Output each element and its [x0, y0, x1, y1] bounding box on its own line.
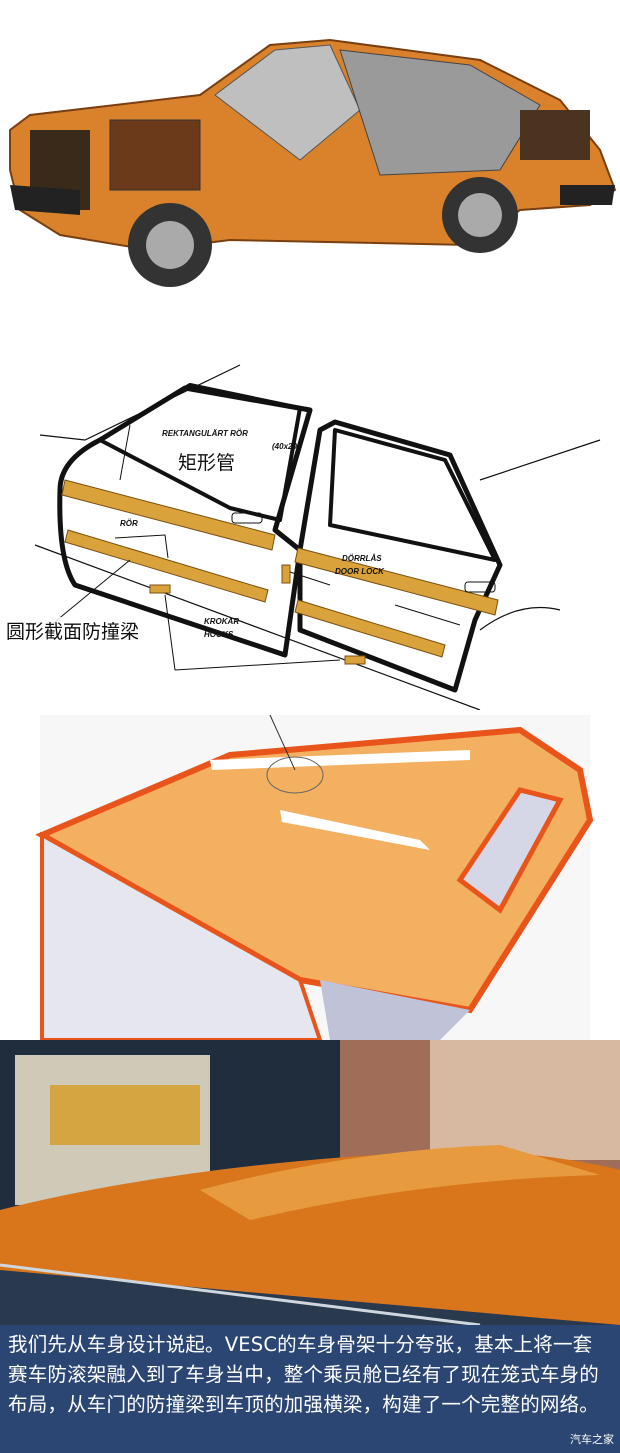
label-tube-dimensions: (40x20): [272, 442, 300, 451]
roof-sketch-figure: [0, 710, 620, 1040]
car-cutaway-illustration-icon: [9, 38, 617, 287]
label-rectangular-tube-cn: 矩形管: [178, 452, 236, 474]
caption-box: 我们先从车身设计说起。VESC的车身骨架十分夸张，基本上将一套赛车防滚架融入到了…: [0, 1325, 620, 1453]
label-round-beam-cn: 圆形截面防撞梁: [6, 617, 140, 644]
door-outline-drawing-icon: [34, 364, 601, 710]
orange-car-roof-photo-icon: [0, 1040, 620, 1325]
label-door-lock-en: DOOR LOCK: [335, 567, 384, 576]
car-cutaway-figure: [0, 0, 620, 330]
label-door-lock-sv: DÖRRLÅS: [342, 554, 382, 563]
label-hooks-en: HOOKS: [204, 630, 234, 639]
roof-reinforcement-sketch-icon: [35, 714, 594, 1040]
label-hooks-sv: KROKAR: [204, 617, 240, 626]
car-roof-photo: [0, 1040, 620, 1325]
label-rectangular-tube: REKTANGULÄRT RÖR: [162, 429, 248, 438]
watermark: 汽车之家: [570, 1433, 614, 1446]
label-tube: RÖR: [120, 519, 138, 528]
caption-text: 我们先从车身设计说起。VESC的车身骨架十分夸张，基本上将一套赛车防滚架融入到了…: [8, 1333, 600, 1416]
door-beam-diagram: REKTANGULÄRT RÖR (40x20) 矩形管 RÖR 圆形截面防撞梁…: [0, 330, 620, 710]
